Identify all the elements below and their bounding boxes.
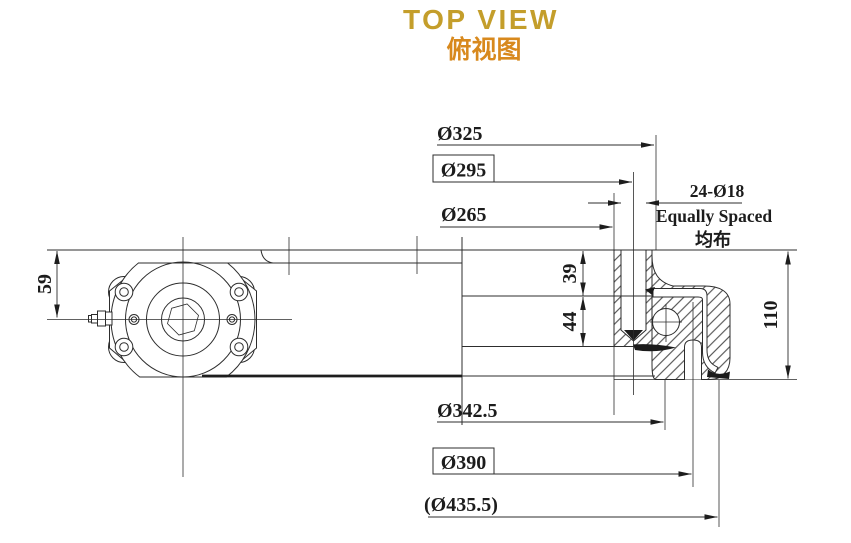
dim-label-dia295: Ø295 [441, 160, 487, 182]
dim-label-dia342-5: Ø342.5 [437, 400, 498, 422]
seal-wedge-top [645, 287, 655, 295]
basic-dim-box-dia390 [432, 447, 495, 475]
basic-dim-box-dia295 [432, 154, 495, 183]
labyrinth-channel [652, 288, 719, 374]
grease-fitting-neck [105, 311, 113, 326]
bolt-pattern-label: 24-Ø18 [690, 181, 745, 201]
page-title-en: TOP VIEW [403, 4, 559, 35]
dim-label-44: 44 [559, 312, 581, 332]
dimension-lines [54, 142, 791, 520]
seal-wedge-bottom [707, 369, 730, 379]
page-title-zh: 俯视图 [446, 35, 521, 64]
dim-label-110: 110 [760, 301, 782, 330]
step-fillet [260, 249, 274, 264]
bolt-note-zh: 均布 [695, 229, 731, 250]
seal-wedge-mid [633, 344, 676, 352]
slewing-ring-section [613, 249, 731, 380]
dim-label-dia435-5: (Ø435.5) [424, 494, 498, 516]
mount-bolt [119, 342, 129, 352]
hex-socket [167, 303, 199, 336]
centerlines [47, 135, 720, 527]
dim-label-dia325: Ø325 [437, 123, 483, 145]
grease-fitting-tip [91, 314, 98, 324]
mount-bolt [119, 287, 129, 297]
grease-fitting-nut [97, 310, 106, 327]
mount-bolt [234, 287, 244, 297]
dim-label-59: 59 [34, 274, 56, 294]
mount-bolt [234, 342, 244, 352]
grease-fitting-cap [88, 315, 92, 323]
housing-outline [47, 236, 797, 425]
dim-label-39: 39 [559, 264, 581, 284]
dim-label-dia265: Ø265 [441, 204, 487, 226]
bolt-note-en: Equally Spaced [656, 206, 772, 226]
dim-label-dia390: Ø390 [441, 452, 487, 474]
